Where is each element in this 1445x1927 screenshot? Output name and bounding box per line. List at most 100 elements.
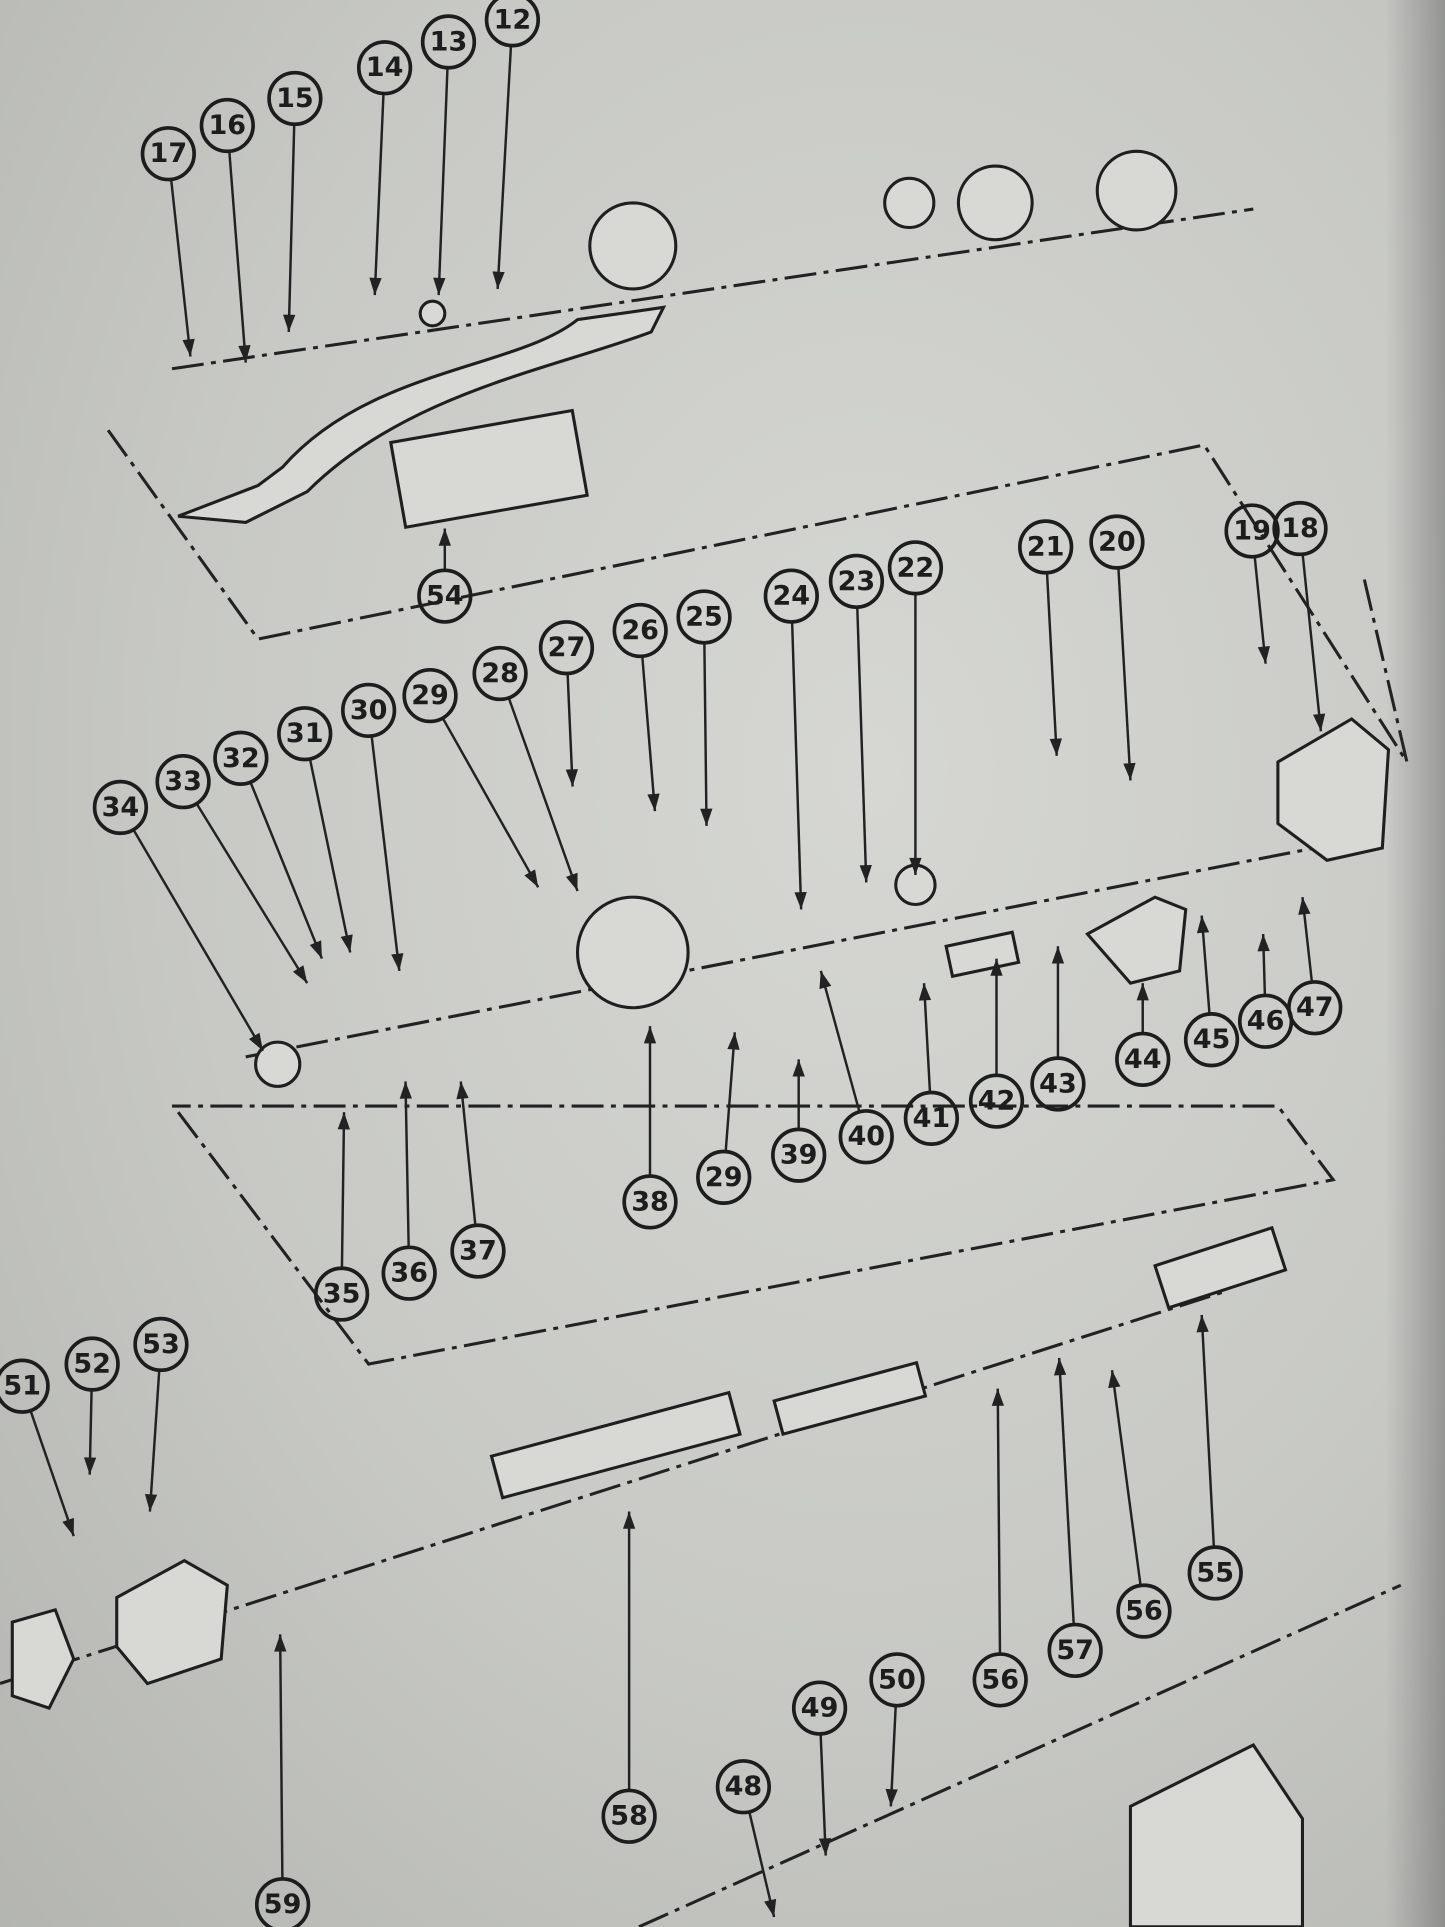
leader-line xyxy=(442,718,540,888)
callout-14: 14 xyxy=(356,40,413,96)
leader-line xyxy=(404,1081,410,1247)
callout-circle xyxy=(715,1759,772,1815)
callout-number: 51 xyxy=(3,1371,41,1402)
callout-42: 42 xyxy=(968,1073,1025,1129)
leader-line xyxy=(287,125,296,332)
callout-number: 33 xyxy=(164,766,202,797)
callout-number: 58 xyxy=(610,1801,648,1832)
callout-number: 29 xyxy=(705,1162,743,1193)
callout-40: 40 xyxy=(838,1109,894,1165)
callout-circle xyxy=(968,1073,1025,1129)
leader-line xyxy=(133,830,265,1052)
callout-16: 16 xyxy=(199,97,255,154)
arrowhead xyxy=(991,1388,1005,1406)
arrowhead xyxy=(1196,915,1210,934)
leader-line xyxy=(1301,555,1323,732)
callout-number: 17 xyxy=(150,138,188,169)
callout-circle xyxy=(381,1245,437,1301)
callout-number: 53 xyxy=(142,1329,180,1360)
callout-circle xyxy=(484,0,541,48)
ring-13 xyxy=(418,299,447,328)
disc xyxy=(883,176,936,230)
arrowhead xyxy=(456,1081,469,1100)
shaft-58 xyxy=(489,1390,742,1500)
page-edge-shadow xyxy=(1385,0,1445,1927)
leader-line xyxy=(1117,568,1132,781)
callout-number: 21 xyxy=(1027,531,1065,562)
callout-number: 20 xyxy=(1098,527,1136,558)
callout-17: 17 xyxy=(140,126,196,182)
callout-circle xyxy=(133,1316,189,1373)
callout-12: 12 xyxy=(484,0,541,48)
callout-circle xyxy=(601,1788,657,1844)
callout-circle xyxy=(472,645,528,702)
callout-24: 24 xyxy=(763,568,819,624)
callout-number: 41 xyxy=(913,1103,951,1134)
callout-31: 31 xyxy=(277,706,333,762)
callout-33: 33 xyxy=(155,753,211,810)
callout-circle xyxy=(1116,1583,1172,1639)
housing-lower xyxy=(115,1558,229,1686)
callout-circle xyxy=(1047,1622,1103,1679)
arrowhead xyxy=(1049,738,1062,756)
callout-49: 49 xyxy=(791,1680,848,1736)
callout-56: 56 xyxy=(1116,1583,1172,1639)
callout-circle xyxy=(1089,514,1145,570)
parts xyxy=(10,149,1391,1927)
callout-number: 56 xyxy=(981,1664,1019,1695)
callout-26: 26 xyxy=(612,602,668,659)
callout-number: 45 xyxy=(1193,1024,1231,1055)
arrowhead xyxy=(524,869,539,888)
leader-line xyxy=(1253,557,1267,664)
callout-57: 57 xyxy=(1047,1622,1103,1679)
callout-circle xyxy=(612,602,668,659)
shaft-55 xyxy=(1153,1225,1288,1310)
cover-18 xyxy=(1276,717,1391,862)
callout-circle xyxy=(903,1090,960,1146)
arrowhead xyxy=(859,865,872,883)
callout-circle xyxy=(676,589,732,645)
callout-number: 35 xyxy=(323,1279,361,1310)
callout-number: 43 xyxy=(1039,1068,1077,1099)
callout-number: 50 xyxy=(878,1664,916,1695)
callout-48: 48 xyxy=(715,1759,772,1815)
callout-circle xyxy=(313,1266,370,1322)
arrowhead xyxy=(238,345,251,363)
callout-number: 15 xyxy=(276,83,314,114)
arrowhead xyxy=(909,857,922,876)
callout-circle xyxy=(838,1109,894,1165)
callout-number: 42 xyxy=(978,1086,1016,1117)
callout-44: 44 xyxy=(1115,1031,1171,1087)
callout-circle xyxy=(1183,1012,1240,1068)
callout-number: 26 xyxy=(621,615,659,646)
callout-number: 55 xyxy=(1196,1557,1234,1588)
callout-number: 34 xyxy=(102,792,140,823)
arrowhead xyxy=(643,1026,657,1044)
callout-number: 39 xyxy=(780,1140,818,1171)
callout-number: 48 xyxy=(725,1771,763,1802)
callout-number: 40 xyxy=(847,1121,885,1152)
housing-38 xyxy=(575,895,690,1010)
leader-line xyxy=(148,1371,161,1512)
arrowhead xyxy=(819,970,832,990)
callout-circle xyxy=(763,568,819,624)
arrowhead xyxy=(792,1059,805,1077)
callout-circle xyxy=(538,620,595,676)
callout-37: 37 xyxy=(450,1223,506,1279)
arrowhead xyxy=(1257,934,1270,952)
callout-46: 46 xyxy=(1237,993,1294,1049)
callout-53: 53 xyxy=(133,1316,189,1373)
callout-50: 50 xyxy=(869,1652,925,1708)
callout-15: 15 xyxy=(267,70,323,127)
callout-54: 54 xyxy=(417,568,473,624)
lock-plate xyxy=(1095,149,1178,232)
callout-36: 36 xyxy=(381,1245,437,1301)
callout-circle xyxy=(972,1652,1028,1708)
leader-line xyxy=(1110,1370,1142,1585)
callout-29: 29 xyxy=(402,667,458,724)
leader-line xyxy=(340,1112,346,1268)
callout-circle xyxy=(254,1877,311,1927)
callout-circle xyxy=(622,1174,678,1230)
arrowhead xyxy=(62,1517,74,1537)
